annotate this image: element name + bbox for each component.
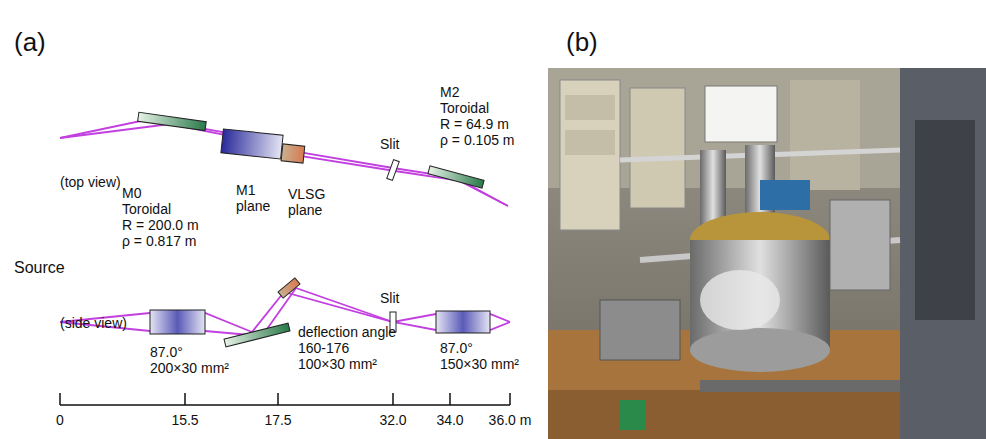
- axis-tick: 36.0 m: [489, 412, 532, 429]
- distance-axis: [60, 393, 510, 405]
- radius-value: R = 200.0 m: [122, 217, 199, 234]
- axis-tick: 15.5: [171, 412, 198, 429]
- angle-value: 87.0°: [440, 340, 473, 357]
- m2-mirror: [428, 166, 484, 188]
- vlsg-grating: [281, 144, 305, 163]
- size-value: 150×30 mm²: [440, 356, 519, 373]
- radius-value: ρ = 0.817 m: [122, 233, 197, 250]
- axis-tick: 0: [56, 412, 64, 429]
- view-label: (top view): [60, 174, 121, 191]
- size-value: 200×30 mm²: [150, 360, 229, 377]
- part-name: M2: [440, 84, 459, 101]
- m2-mirror: [436, 311, 490, 333]
- radius-value: R = 64.9 m: [440, 116, 509, 133]
- axis-tick: 32.0: [379, 412, 406, 429]
- m1-mirror: [221, 129, 283, 159]
- size-value: 100×30 mm²: [298, 356, 377, 373]
- angle-value: 160-176: [298, 340, 349, 357]
- vlsg-grating: [278, 278, 300, 298]
- panel-letter: (b): [566, 28, 598, 57]
- part-name: M1: [236, 182, 255, 199]
- axis-tick: 17.5: [264, 412, 291, 429]
- m0-mirror: [224, 323, 290, 347]
- axis-tick: 34.0: [436, 412, 463, 429]
- angle-caption: deflection angle: [298, 324, 396, 341]
- part-name: VLSG: [288, 186, 325, 203]
- slit-symbol: [387, 160, 399, 181]
- source-label: Source: [14, 258, 65, 277]
- radius-value: ρ = 0.105 m: [440, 132, 515, 149]
- part-name: Slit: [380, 290, 399, 307]
- m0-mirror: [138, 112, 207, 130]
- angle-value: 87.0°: [150, 344, 183, 361]
- m1-mirror: [150, 310, 205, 334]
- part-type: Toroidal: [440, 100, 489, 117]
- part-name: M0: [122, 185, 141, 202]
- part-name: Slit: [380, 136, 399, 153]
- part-type: plane: [288, 202, 322, 219]
- part-type: Toroidal: [122, 201, 171, 218]
- part-type: plane: [236, 198, 270, 215]
- view-label: (side view): [60, 315, 127, 332]
- panel-letter: (a): [14, 28, 46, 57]
- apparatus-photo: [548, 68, 986, 439]
